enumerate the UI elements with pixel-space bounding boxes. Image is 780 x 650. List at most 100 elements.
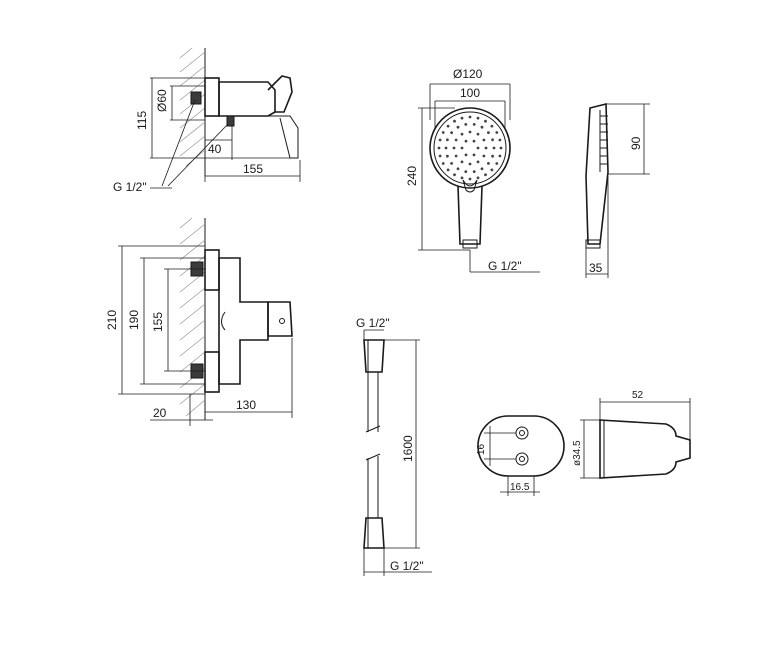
nozzle-dot <box>472 170 476 174</box>
nozzle-dot <box>468 115 472 119</box>
mixer-front-view: 210 190 155 20 130 <box>105 217 293 426</box>
dim-offset-40: 40 <box>208 142 222 156</box>
nozzle-dot <box>453 119 456 123</box>
nozzle-dot <box>438 138 442 142</box>
nozzle-dot <box>444 146 448 150</box>
holder-front-view: 16 16.5 <box>476 415 565 496</box>
dim-length-240: 240 <box>405 166 419 186</box>
nozzle-dot <box>453 173 456 177</box>
nozzle-dot <box>492 146 496 150</box>
nozzle-dot <box>468 130 472 134</box>
dim-depth-130: 130 <box>236 398 256 412</box>
nozzle-dot <box>460 146 464 150</box>
nozzle-dot <box>484 119 487 123</box>
dim-height-115: 115 <box>135 111 149 130</box>
nozzle-dot <box>498 154 502 158</box>
dim-height-190: 190 <box>127 310 141 330</box>
nozzle-dot <box>495 131 499 134</box>
nozzle-dot <box>460 160 464 164</box>
dim-holder-depth: 52 <box>632 390 644 401</box>
nozzle-dot <box>487 131 490 135</box>
holder-side-view: 52 ø34.5 <box>572 390 691 479</box>
nozzle-dot <box>437 146 441 150</box>
dim-thread-side: G 1/2" <box>113 180 147 194</box>
mixer-front-body <box>190 249 293 393</box>
nozzle-grid <box>437 115 503 181</box>
nozzle-dot <box>499 146 503 150</box>
nozzle-dot <box>495 162 499 165</box>
hand-shower-front-view: Ø120 100 240 G 1/2" <box>405 67 540 273</box>
nozzle-dot <box>480 167 484 171</box>
dim-holder-diameter: ø34.5 <box>572 440 583 466</box>
dim-head-depth-90: 90 <box>629 136 643 150</box>
wall-hatch-bottom <box>179 217 206 420</box>
nozzle-dot <box>454 154 458 158</box>
nozzle-dot <box>438 154 442 158</box>
mixer-side-body <box>190 75 299 159</box>
nozzle-dot <box>460 116 464 120</box>
nozzle-dot <box>456 125 460 129</box>
nozzle-dot <box>480 125 484 129</box>
nozzle-dot <box>487 162 490 165</box>
nozzle-dot <box>452 146 456 150</box>
dim-head-diameter: Ø120 <box>453 67 483 81</box>
shower-front-dims <box>418 83 540 273</box>
nozzle-dot <box>446 154 449 158</box>
nozzle-dot <box>441 131 445 134</box>
nozzle-dot <box>484 146 488 150</box>
dim-diameter-60: Ø60 <box>155 89 169 112</box>
nozzle-dot <box>491 154 494 158</box>
nozzle-dot <box>446 168 450 172</box>
nozzle-dot <box>476 146 480 150</box>
dim-thread-shower: G 1/2" <box>488 259 522 273</box>
nozzle-dot <box>476 132 480 136</box>
nozzle-dot <box>472 153 476 157</box>
nozzle-dot <box>456 167 460 171</box>
side-ribs <box>600 115 608 165</box>
nozzle-dot <box>498 138 502 142</box>
dim-hose-thread-bottom: G 1/2" <box>390 559 424 573</box>
nozzle-dot <box>450 131 453 135</box>
nozzle-dot <box>441 162 445 165</box>
nozzle-dot <box>464 153 468 157</box>
nozzle-dot <box>450 162 453 165</box>
shower-side-dims <box>585 103 650 278</box>
dim-hose-thread-top: G 1/2" <box>356 316 390 330</box>
holder-side-dims <box>580 398 691 479</box>
mixer-side-dims <box>150 77 301 189</box>
holder-front-dims <box>484 426 540 496</box>
dim-face-width: 100 <box>460 86 480 100</box>
nozzle-dot <box>460 132 464 136</box>
hand-shower-side-view: 90 35 <box>585 102 650 278</box>
dim-thickness-35: 35 <box>589 261 603 275</box>
nozzle-dot <box>464 139 468 143</box>
nozzle-dot <box>472 123 476 126</box>
dim-height-210: 210 <box>105 310 119 330</box>
nozzle-dot <box>476 160 480 164</box>
dim-hole-spacing: 16 <box>476 443 487 455</box>
mixer-side-view: Ø60 115 40 155 G 1/2" <box>113 47 301 194</box>
nozzle-dot <box>446 138 449 142</box>
dim-wall-20: 20 <box>153 406 167 420</box>
nozzle-dot <box>490 168 494 172</box>
nozzle-dot <box>464 123 468 126</box>
hose-dims <box>363 329 432 576</box>
dim-length-155: 155 <box>243 162 263 176</box>
shower-head <box>429 107 511 249</box>
nozzle-dot <box>468 162 472 166</box>
dim-centers-155: 155 <box>151 312 165 332</box>
nozzle-dot <box>454 138 458 142</box>
nozzle-dot <box>482 138 486 142</box>
nozzle-dot <box>472 139 476 143</box>
nozzle-dot <box>476 116 480 120</box>
nozzle-dot <box>476 176 480 180</box>
dim-holder-width: 16.5 <box>510 482 530 493</box>
nozzle-dot <box>484 173 487 177</box>
nozzle-dot <box>446 124 450 128</box>
nozzle-dot <box>491 138 494 142</box>
nozzle-dot <box>490 124 494 128</box>
nozzle-dot <box>468 177 472 181</box>
nozzle-dot <box>460 176 464 180</box>
nozzle-dot <box>464 170 468 174</box>
